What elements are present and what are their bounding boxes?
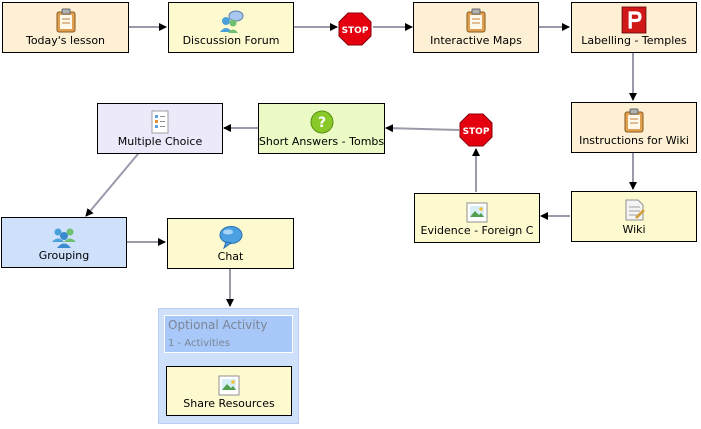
notebook-icon (56, 8, 75, 33)
image-icon (466, 202, 488, 223)
forum-people-icon (220, 10, 244, 33)
node-label: Today's lesson (25, 34, 106, 47)
group-people-icon (52, 228, 76, 248)
connector-stop2-short (385, 124, 460, 133)
stop-label: STOP (463, 127, 490, 137)
node-label: Wiki (622, 223, 646, 236)
node-label: Evidence - Foreign C (420, 224, 534, 237)
notebook-icon (466, 8, 486, 33)
node-label: Labelling - Temples (581, 34, 687, 47)
stop-gate-1[interactable]: STOP (338, 12, 372, 46)
node-chat[interactable]: Chat (167, 218, 294, 269)
node-label: Share Resources (183, 397, 275, 410)
node-discussion-forum[interactable]: Discussion Forum (168, 2, 294, 53)
question-icon: ? (310, 110, 333, 134)
node-label: Chat (217, 250, 244, 263)
stop-gate-2[interactable]: STOP (459, 113, 493, 147)
node-wiki[interactable]: Wiki (571, 191, 697, 242)
node-labelling-temples[interactable]: Labelling - Temples (571, 2, 697, 53)
node-label: Interactive Maps (430, 34, 522, 47)
node-label: Multiple Choice (117, 135, 203, 148)
optional-activity-title: Optional Activity (168, 318, 268, 332)
optional-activity-header[interactable]: Optional Activity 1 - Activities (164, 315, 293, 353)
node-label: Short Answers - Tombs (258, 135, 385, 148)
svg-text:?: ? (317, 115, 325, 131)
node-short-answers-tombs[interactable]: ? Short Answers - Tombs (258, 103, 385, 154)
chat-bubble-icon (219, 226, 242, 250)
node-label: Discussion Forum (182, 34, 280, 47)
image-icon (218, 375, 240, 396)
node-interactive-maps[interactable]: Interactive Maps (413, 2, 539, 53)
checklist-icon (151, 110, 169, 134)
node-evidence-foreign-c[interactable]: Evidence - Foreign C (414, 193, 540, 243)
node-todays-lesson[interactable]: Today's lesson (2, 2, 129, 53)
node-label: Grouping (38, 249, 90, 262)
optional-activity-count: 1 - Activities (168, 338, 230, 349)
stop-label: STOP (342, 26, 369, 36)
wiki-page-icon (625, 199, 645, 221)
node-grouping[interactable]: Grouping (1, 217, 127, 268)
p-logo-icon (621, 6, 647, 34)
notebook-icon (624, 108, 644, 133)
node-instructions-for-wiki[interactable]: Instructions for Wiki (571, 102, 697, 153)
node-share-resources[interactable]: Share Resources (166, 366, 292, 416)
connector-multiple-grouping (85, 153, 139, 217)
optional-activity-group[interactable]: Optional Activity 1 - Activities Share R… (158, 308, 299, 424)
node-label: Instructions for Wiki (579, 134, 689, 147)
node-multiple-choice[interactable]: Multiple Choice (97, 103, 223, 154)
